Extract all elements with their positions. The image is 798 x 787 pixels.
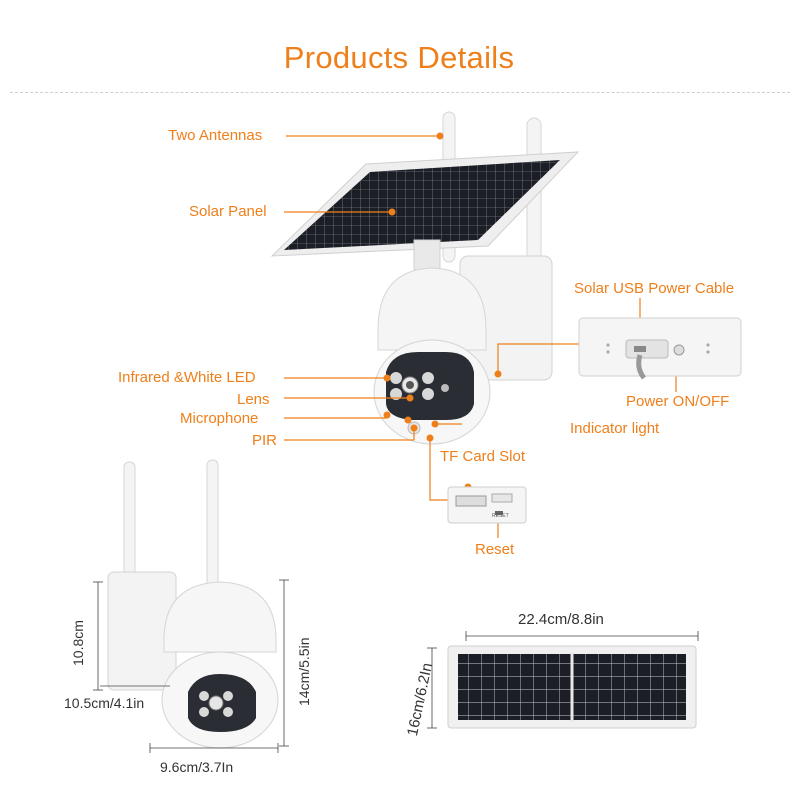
label-pir: PIR — [252, 432, 278, 449]
label-infrared-led: Infrared &White LED — [118, 369, 256, 386]
panel-dims — [427, 631, 699, 729]
dim-camera-depth: 10.5cm/4.1in — [64, 695, 145, 711]
flat-solar-panel — [447, 645, 697, 729]
label-tf-card-slot: TF Card Slot — [440, 448, 526, 465]
title-divider — [10, 92, 790, 93]
label-reset-small: RESET — [492, 513, 509, 519]
dim-camera-total-height: 14cm/5.5in — [296, 637, 312, 706]
dim-camera-height-bracket: 10.8cm — [70, 620, 86, 666]
page-title: Products Details — [283, 40, 515, 75]
dim-panel-width: 22.4cm/8.8in — [518, 611, 604, 628]
dome-top — [377, 267, 487, 351]
label-lens: Lens — [237, 391, 270, 408]
small-camera-dims — [93, 579, 289, 753]
label-solar-panel: Solar Panel — [189, 203, 267, 220]
usb-detail — [578, 317, 742, 380]
small-camera — [107, 459, 279, 749]
dim-camera-width: 9.6cm/3.7In — [160, 759, 234, 775]
camera-face — [386, 352, 474, 420]
label-two-antennas: Two Antennas — [168, 127, 263, 144]
top-solar-cells — [284, 160, 560, 250]
label-microphone: Microphone — [180, 410, 259, 427]
tf-card-detail — [447, 486, 527, 524]
main-camera — [270, 111, 680, 538]
label-indicator-light: Indicator light — [570, 420, 660, 437]
label-solar-usb-cable: Solar USB Power Cable — [574, 280, 735, 297]
label-power-onoff: Power ON/OFF — [626, 393, 730, 410]
label-reset: Reset — [475, 541, 515, 558]
